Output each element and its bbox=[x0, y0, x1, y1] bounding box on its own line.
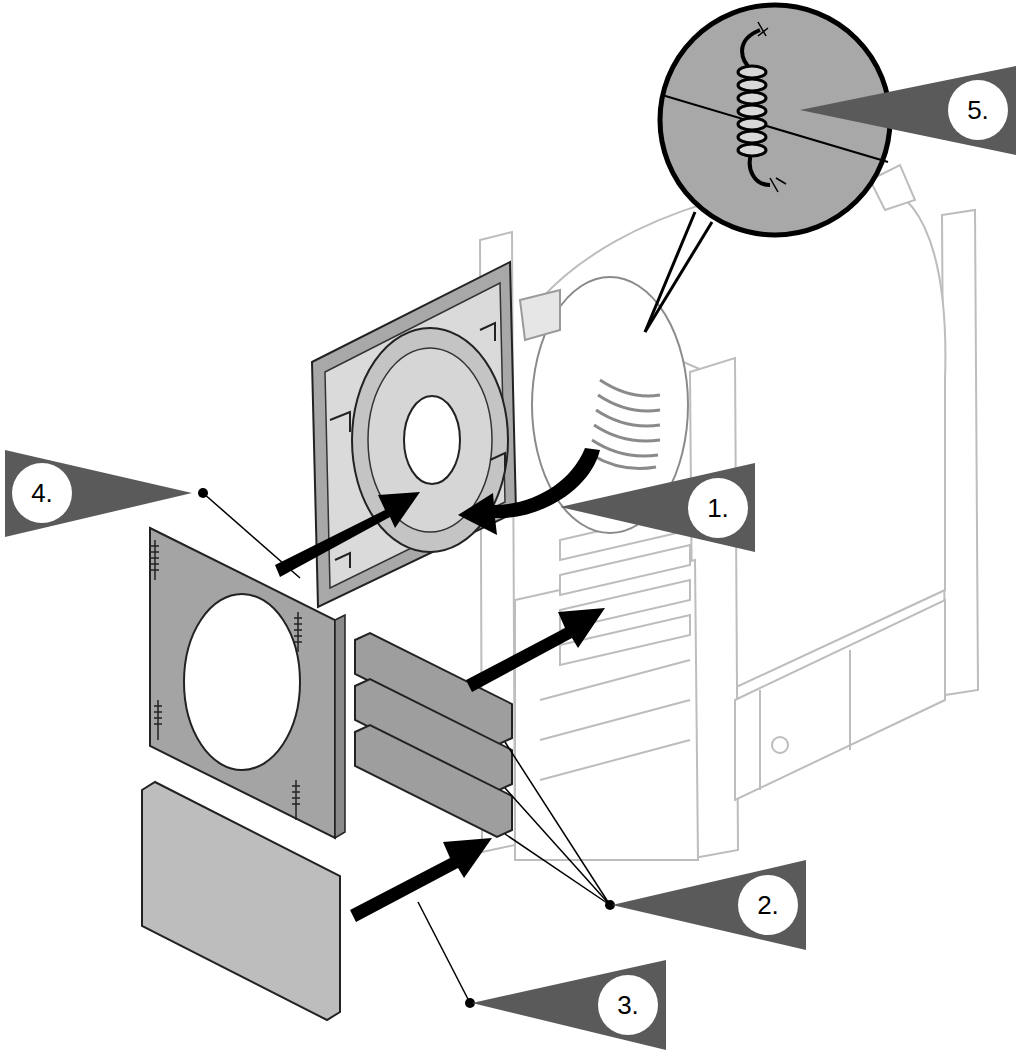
hinge-bracket bbox=[520, 290, 560, 340]
burner-door bbox=[312, 262, 516, 607]
heat-exchanger-fins bbox=[592, 380, 660, 469]
callout-flags bbox=[5, 66, 1016, 1050]
callout-number: 1. bbox=[688, 488, 748, 528]
insulation-bars bbox=[355, 633, 512, 837]
boiler-body bbox=[480, 165, 978, 860]
detail-magnifier bbox=[645, 5, 890, 332]
leader-dots bbox=[198, 488, 615, 1008]
direction-arrows bbox=[275, 448, 605, 922]
callout-number: 3. bbox=[598, 985, 658, 1025]
leader-lines bbox=[203, 493, 610, 1003]
callout-circles bbox=[12, 80, 1008, 1035]
insulation-panel bbox=[150, 528, 345, 838]
callout-number: 2. bbox=[738, 885, 798, 925]
callout-number: 5. bbox=[948, 90, 1008, 130]
insulation-block bbox=[142, 782, 340, 1020]
callout-number: 4. bbox=[12, 473, 72, 513]
